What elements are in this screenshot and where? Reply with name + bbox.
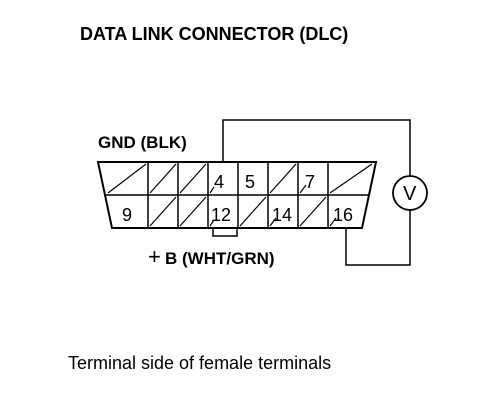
pin-5-label: 5	[245, 172, 255, 192]
voltmeter-symbol: V	[403, 183, 417, 205]
connector-key-tab	[212, 228, 238, 237]
empty-slot-hatch	[179, 163, 207, 194]
pin-9-label: 9	[122, 205, 132, 225]
pin-12-label: 12	[211, 205, 231, 225]
dlc-connector	[96, 161, 378, 237]
empty-slot-hatch	[209, 186, 215, 194]
b-plus-label: B (WHT/GRN)	[165, 249, 275, 268]
voltmeter-circle	[392, 175, 428, 211]
empty-slot-hatch	[299, 196, 327, 227]
pin-16-label: 16	[333, 205, 353, 225]
empty-slot-hatch	[329, 163, 373, 194]
gnd-label: GND (BLK)	[98, 133, 187, 152]
voltmeter: V	[392, 175, 428, 211]
b-plus-symbol: +	[148, 244, 161, 269]
pin-numbers: 4 5 7 9 12 14 16	[122, 172, 353, 225]
empty-slot-hatch	[149, 196, 177, 227]
empty-slot-hatch	[239, 196, 267, 227]
gnd-wire	[222, 119, 411, 176]
empty-slot-hatch	[107, 163, 147, 194]
test-wiring	[222, 119, 411, 266]
b-plus-wire	[345, 210, 411, 266]
empty-slot-hatch	[149, 163, 177, 194]
empty-slot-hatch	[269, 163, 297, 194]
pin-14-label: 14	[272, 205, 292, 225]
empty-slot-hatch	[299, 184, 307, 194]
empty-slot-hatch	[209, 219, 215, 227]
pin-7-label: 7	[305, 172, 315, 192]
empty-slot-hatch	[329, 217, 337, 227]
diagram-title: DATA LINK CONNECTOR (DLC)	[80, 24, 348, 44]
empty-slot-hatch	[269, 217, 277, 227]
pin-4-label: 4	[214, 172, 224, 192]
empty-slot-hatch	[179, 196, 207, 227]
connector-outline	[96, 161, 378, 229]
diagram-caption: Terminal side of female terminals	[68, 353, 331, 373]
